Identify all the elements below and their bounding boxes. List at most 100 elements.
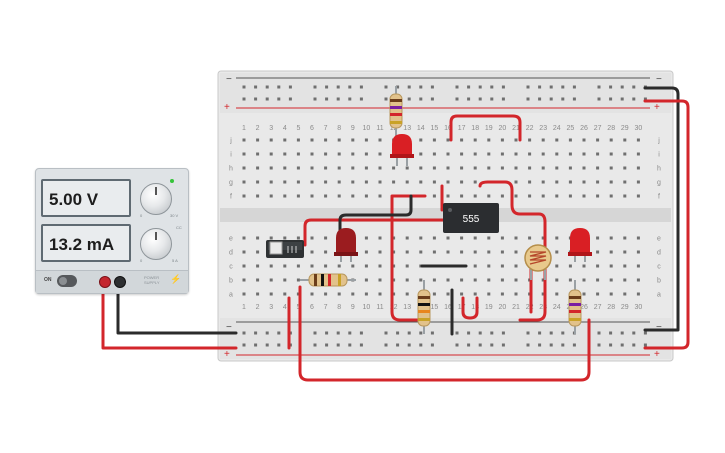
rail-hole[interactable]: [609, 97, 613, 101]
grid-hole[interactable]: [541, 166, 545, 170]
grid-hole[interactable]: [514, 194, 518, 198]
grid-hole[interactable]: [269, 264, 273, 268]
grid-hole[interactable]: [324, 138, 328, 142]
grid-hole[interactable]: [636, 152, 640, 156]
grid-hole[interactable]: [568, 278, 572, 282]
rail-hole[interactable]: [478, 97, 482, 101]
grid-hole[interactable]: [473, 194, 477, 198]
grid-hole[interactable]: [636, 138, 640, 142]
grid-hole[interactable]: [324, 292, 328, 296]
grid-hole[interactable]: [487, 250, 491, 254]
grid-hole[interactable]: [487, 194, 491, 198]
rail-hole[interactable]: [254, 343, 258, 347]
rail-hole[interactable]: [620, 97, 624, 101]
grid-hole[interactable]: [582, 194, 586, 198]
rail-hole[interactable]: [526, 331, 530, 335]
grid-hole[interactable]: [378, 278, 382, 282]
grid-hole[interactable]: [337, 152, 341, 156]
grid-hole[interactable]: [636, 236, 640, 240]
grid-hole[interactable]: [419, 250, 423, 254]
slide-switch[interactable]: [266, 240, 304, 258]
grid-hole[interactable]: [324, 264, 328, 268]
grid-hole[interactable]: [555, 250, 559, 254]
rail-hole[interactable]: [419, 97, 423, 101]
grid-hole[interactable]: [473, 138, 477, 142]
rail-hole[interactable]: [277, 343, 281, 347]
grid-hole[interactable]: [514, 264, 518, 268]
grid-hole[interactable]: [500, 194, 504, 198]
grid-hole[interactable]: [310, 194, 314, 198]
grid-hole[interactable]: [555, 292, 559, 296]
grid-hole[interactable]: [256, 236, 260, 240]
grid-hole[interactable]: [324, 250, 328, 254]
grid-hole[interactable]: [296, 264, 300, 268]
rail-hole[interactable]: [561, 85, 565, 89]
grid-hole[interactable]: [514, 138, 518, 142]
rail-hole[interactable]: [632, 97, 636, 101]
grid-hole[interactable]: [432, 180, 436, 184]
grid-hole[interactable]: [392, 278, 396, 282]
grid-hole[interactable]: [582, 166, 586, 170]
rail-hole[interactable]: [643, 97, 647, 101]
grid-hole[interactable]: [392, 236, 396, 240]
grid-hole[interactable]: [242, 166, 246, 170]
grid-hole[interactable]: [528, 180, 532, 184]
grid-hole[interactable]: [296, 166, 300, 170]
rail-hole[interactable]: [336, 343, 340, 347]
grid-hole[interactable]: [528, 194, 532, 198]
wire-switch-to-ic[interactable]: [303, 218, 450, 247]
grid-hole[interactable]: [623, 236, 627, 240]
rail-hole[interactable]: [609, 331, 613, 335]
grid-hole[interactable]: [378, 264, 382, 268]
rail-hole[interactable]: [277, 331, 281, 335]
grid-hole[interactable]: [514, 152, 518, 156]
rail-hole[interactable]: [430, 85, 434, 89]
grid-hole[interactable]: [364, 166, 368, 170]
grid-hole[interactable]: [242, 138, 246, 142]
grid-hole[interactable]: [432, 166, 436, 170]
voltage-knob[interactable]: [140, 183, 172, 215]
grid-hole[interactable]: [419, 180, 423, 184]
rail-hole[interactable]: [538, 85, 542, 89]
grid-hole[interactable]: [283, 292, 287, 296]
rail-hole[interactable]: [242, 85, 246, 89]
rail-hole[interactable]: [254, 97, 258, 101]
grid-hole[interactable]: [364, 236, 368, 240]
rail-hole[interactable]: [549, 331, 553, 335]
grid-hole[interactable]: [609, 152, 613, 156]
grid-hole[interactable]: [514, 236, 518, 240]
grid-hole[interactable]: [324, 236, 328, 240]
grid-hole[interactable]: [364, 278, 368, 282]
rail-hole[interactable]: [467, 85, 471, 89]
rail-hole[interactable]: [490, 85, 494, 89]
grid-hole[interactable]: [432, 278, 436, 282]
grid-hole[interactable]: [446, 194, 450, 198]
wire-ic-bottom-1[interactable]: [461, 296, 479, 320]
grid-hole[interactable]: [256, 138, 260, 142]
led-top[interactable]: [390, 134, 414, 166]
grid-hole[interactable]: [378, 152, 382, 156]
grid-hole[interactable]: [500, 166, 504, 170]
rail-hole[interactable]: [407, 97, 411, 101]
grid-hole[interactable]: [351, 138, 355, 142]
grid-hole[interactable]: [364, 152, 368, 156]
grid-hole[interactable]: [460, 138, 464, 142]
grid-hole[interactable]: [446, 138, 450, 142]
grid-hole[interactable]: [636, 292, 640, 296]
led-right[interactable]: [568, 228, 592, 262]
wire-switch-black[interactable]: [338, 194, 413, 242]
grid-hole[interactable]: [351, 264, 355, 268]
grid-hole[interactable]: [609, 250, 613, 254]
grid-hole[interactable]: [392, 180, 396, 184]
grid-hole[interactable]: [446, 152, 450, 156]
grid-hole[interactable]: [555, 138, 559, 142]
rail-hole[interactable]: [632, 331, 636, 335]
grid-hole[interactable]: [528, 166, 532, 170]
rail-hole[interactable]: [597, 343, 601, 347]
grid-hole[interactable]: [324, 166, 328, 170]
grid-hole[interactable]: [473, 278, 477, 282]
grid-hole[interactable]: [310, 264, 314, 268]
grid-hole[interactable]: [269, 180, 273, 184]
grid-hole[interactable]: [392, 166, 396, 170]
